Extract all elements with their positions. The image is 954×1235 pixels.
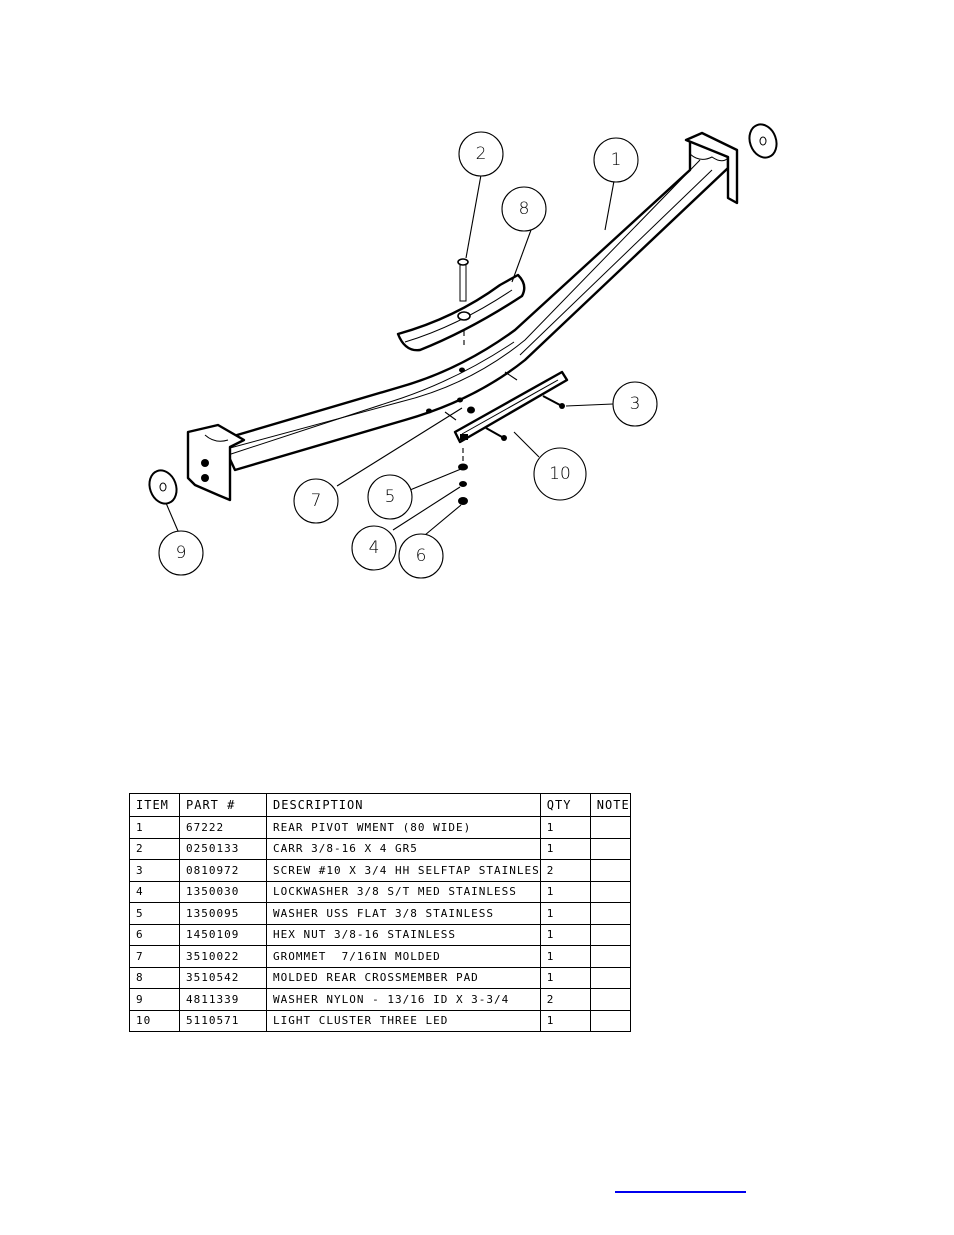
balloon-6: 6	[398, 533, 444, 579]
cell-qty: 2	[539, 859, 591, 882]
cell-description: WASHER USS FLAT 3/8 STAINLESS	[266, 902, 541, 925]
cell-qty: 1	[539, 966, 591, 989]
cell-description: CARR 3/8-16 X 4 GR5	[266, 837, 541, 860]
svg-text:4: 4	[369, 538, 380, 558]
cell-note	[589, 837, 631, 860]
cell-note	[589, 859, 631, 882]
cell-part-number: 3510542	[179, 966, 267, 989]
table-row: 9 4811339 WASHER NYLON - 13/16 ID X 3-3/…	[129, 988, 631, 1011]
cell-part-number: 0250133	[179, 837, 267, 860]
cell-part-number: 1350030	[179, 880, 267, 903]
svg-text:7: 7	[311, 491, 322, 511]
cell-part-number: 0810972	[179, 859, 267, 882]
cell-note	[589, 1009, 631, 1032]
cell-item: 4	[129, 880, 180, 903]
cell-note	[589, 988, 631, 1011]
light-cluster	[444, 370, 569, 444]
svg-text:6: 6	[416, 546, 427, 566]
cell-qty: 1	[539, 837, 591, 860]
table-row: 8 3510542 MOLDED REAR CROSSMEMBER PAD 1	[129, 966, 631, 989]
table-row: 5 1350095 WASHER USS FLAT 3/8 STAINLESS …	[129, 902, 631, 925]
balloon-9: 9	[158, 530, 204, 576]
cell-note	[589, 880, 631, 903]
balloon-3: 3	[612, 381, 658, 427]
svg-text:8: 8	[519, 199, 530, 219]
cell-item: 7	[129, 945, 180, 968]
nylon-washer-left	[148, 469, 178, 505]
balloon-10: 10	[533, 447, 587, 501]
header-description: DESCRIPTION	[266, 793, 541, 817]
footer-link-underline[interactable]	[615, 1191, 746, 1193]
cell-qty: 1	[539, 1009, 591, 1032]
cell-description: SCREW #10 X 3/4 HH SELFTAP STAINLES	[266, 859, 541, 882]
cell-note	[589, 923, 631, 946]
header-part-number: PART #	[179, 793, 267, 817]
cell-part-number: 5110571	[179, 1009, 267, 1032]
svg-text:1: 1	[611, 150, 622, 170]
cell-qty: 1	[539, 923, 591, 946]
balloon-2: 2	[458, 131, 504, 177]
svg-text:10: 10	[549, 464, 571, 484]
cell-item: 1	[129, 816, 180, 839]
svg-text:2: 2	[476, 144, 487, 164]
table-row: 6 1450109 HEX NUT 3/8-16 STAINLESS 1	[129, 923, 631, 946]
cell-qty: 1	[539, 902, 591, 925]
cell-note	[589, 902, 631, 925]
selftap-screws	[485, 395, 565, 441]
cell-part-number: 4811339	[179, 988, 267, 1011]
cell-description: GROMMET 7/16IN MOLDED	[266, 945, 541, 968]
leader-lines	[165, 174, 615, 536]
balloon-5: 5	[367, 474, 413, 520]
svg-text:9: 9	[176, 543, 187, 563]
cell-qty: 2	[539, 988, 591, 1011]
balloon-8: 8	[501, 186, 547, 232]
cell-part-number: 67222	[179, 816, 267, 839]
table-row: 10 5110571 LIGHT CLUSTER THREE LED 1	[129, 1009, 631, 1032]
fastener-stack	[458, 448, 468, 505]
cell-description: WASHER NYLON - 13/16 ID X 3-3/4	[266, 988, 541, 1011]
cell-description: HEX NUT 3/8-16 STAINLESS	[266, 923, 541, 946]
table-row: 1 67222 REAR PIVOT WMENT (80 WIDE) 1	[129, 816, 631, 839]
cell-item: 9	[129, 988, 180, 1011]
table-row: 4 1350030 LOCKWASHER 3/8 S/T MED STAINLE…	[129, 880, 631, 903]
cell-qty: 1	[539, 816, 591, 839]
cell-part-number: 1450109	[179, 923, 267, 946]
header-note: NOTE	[589, 793, 631, 817]
table-row: 3 0810972 SCREW #10 X 3/4 HH SELFTAP STA…	[129, 859, 631, 882]
header-item: ITEM	[129, 793, 180, 817]
cell-item: 10	[129, 1009, 180, 1032]
cell-description: LOCKWASHER 3/8 S/T MED STAINLESS	[266, 880, 541, 903]
cell-item: 2	[129, 837, 180, 860]
bill-of-materials-table: ITEM PART # DESCRIPTION QTY NOTE 1 67222…	[129, 793, 631, 1032]
cell-item: 3	[129, 859, 180, 882]
balloon-7: 7	[293, 478, 339, 524]
cell-qty: 1	[539, 880, 591, 903]
bom-header-row: ITEM PART # DESCRIPTION QTY NOTE	[129, 793, 631, 817]
svg-text:5: 5	[385, 487, 396, 507]
table-row: 2 0250133 CARR 3/8-16 X 4 GR5 1	[129, 837, 631, 860]
header-qty: QTY	[539, 793, 591, 817]
cell-item: 5	[129, 902, 180, 925]
carriage-bolt	[457, 258, 471, 345]
cell-item: 6	[129, 923, 180, 946]
cell-item: 8	[129, 966, 180, 989]
table-row: 7 3510022 GROMMET 7/16IN MOLDED 1	[129, 945, 631, 968]
rear-pivot-weldment	[186, 131, 739, 502]
cell-part-number: 1350095	[179, 902, 267, 925]
balloon-1: 1	[593, 137, 639, 183]
balloon-4: 4	[351, 525, 397, 571]
exploded-assembly-drawing: 1 2 3 4 5 6 7 8 9 10	[148, 123, 778, 579]
svg-text:3: 3	[630, 394, 641, 414]
cell-description: REAR PIVOT WMENT (80 WIDE)	[266, 816, 541, 839]
cell-description: LIGHT CLUSTER THREE LED	[266, 1009, 541, 1032]
cell-note	[589, 945, 631, 968]
cell-part-number: 3510022	[179, 945, 267, 968]
cell-qty: 1	[539, 945, 591, 968]
cell-note	[589, 966, 631, 989]
cell-description: MOLDED REAR CROSSMEMBER PAD	[266, 966, 541, 989]
cell-note	[589, 816, 631, 839]
nylon-washer-right	[748, 123, 778, 159]
